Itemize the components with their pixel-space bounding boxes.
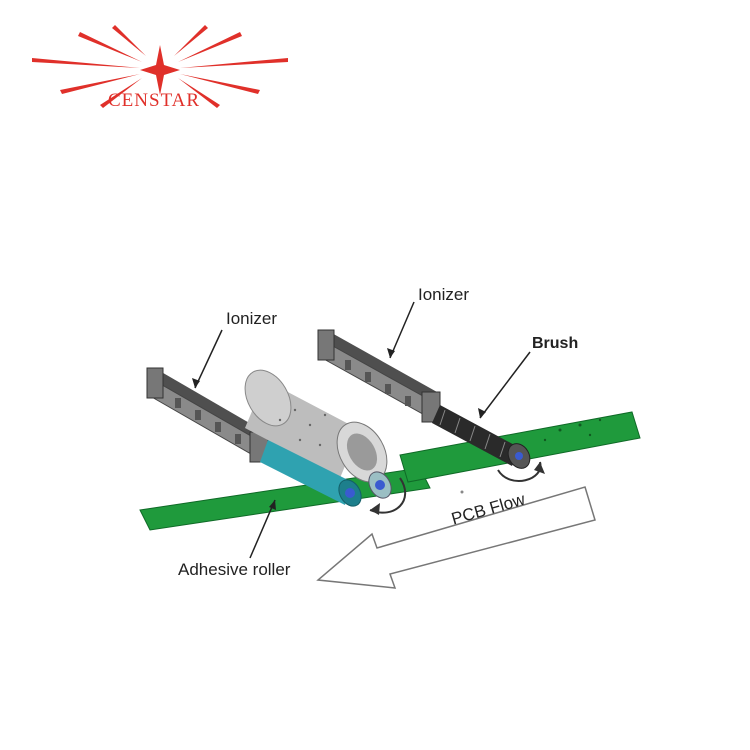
pcb-dots [543,418,602,442]
brush-label: Brush [532,335,579,352]
brush-shape [432,405,531,469]
leader-lines [194,301,531,559]
ionizer-bar-left [146,367,269,463]
small-dot [460,490,464,494]
ionizer-label-left: Ionizer [226,309,278,328]
ionizer-label-right: Ionizer [418,285,470,304]
cleaning-roller [244,369,388,483]
ionizer-bar-right [317,329,441,423]
adhesive-roller-label: Adhesive roller [178,560,291,579]
pcb-flow-arrow [316,486,596,589]
adhesive-roller-shape [260,440,392,507]
brand-name: CENSTAR [108,90,201,111]
starburst-logo-icon [32,25,288,108]
